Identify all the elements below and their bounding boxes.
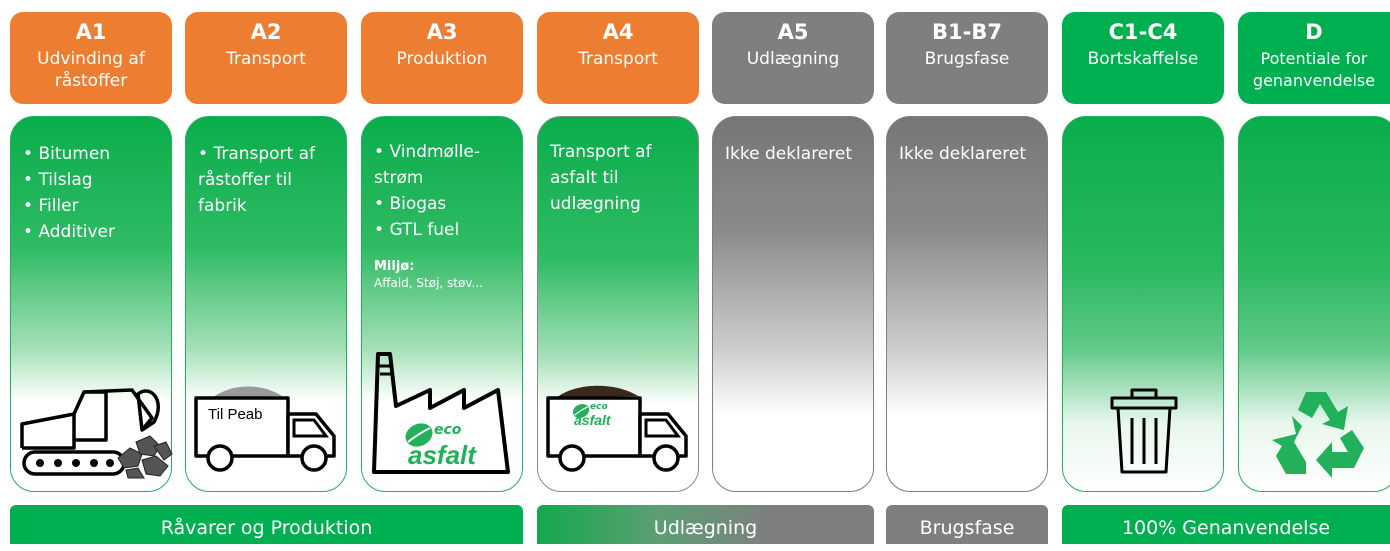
stage-name: Udvinding af råstoffer [37, 49, 145, 91]
card-a5: Ikke deklareret [712, 116, 874, 492]
footer-udlaegning: Udlægning [537, 505, 874, 544]
stage-header-a4: A4 Transport [537, 12, 699, 104]
stage-code: C1-C4 [1108, 20, 1178, 44]
stage-code: B1-B7 [932, 20, 1002, 44]
stage-code: A3 [426, 20, 458, 44]
stage-name: Potentiale for genanvendelse [1252, 49, 1376, 90]
list-item: Tilslag [23, 167, 171, 193]
stage-header-a2: A2 Transport [185, 12, 347, 104]
list-item: Vindmølle-strøm [374, 139, 492, 191]
card-a3: Vindmølle-strøm Biogas GTL fuel Miljø: A… [361, 116, 523, 492]
excavator-icon [20, 388, 173, 479]
card-text: • Transport af råstoffer til fabrik [198, 141, 338, 219]
trash-can-icon [1110, 388, 1178, 474]
stage-header-a1: A1 Udvinding af råstoffer [10, 12, 172, 104]
truck-label: Til Peab [208, 406, 263, 423]
list-item: GTL fuel [374, 217, 516, 243]
truck-icon [546, 385, 688, 472]
miljo-text: Affald, Støj, støv... [374, 276, 483, 290]
stage-name: Udlægning [746, 49, 840, 69]
leaf-icon [405, 423, 433, 447]
stage-header-b: B1-B7 Brugsfase [886, 12, 1048, 104]
stage-header-d: D Potentiale for genanvendelse [1238, 12, 1390, 104]
stage-name: Produktion [396, 49, 488, 69]
logo-asfalt: asfalt [408, 440, 476, 470]
recycle-icon [1272, 392, 1364, 478]
material-list: Bitumen Tilslag Filler Additiver [23, 141, 171, 245]
card-a1: Bitumen Tilslag Filler Additiver [10, 116, 172, 492]
card-b: Ikke deklareret [886, 116, 1048, 492]
stage-header-a3: A3 Produktion [361, 12, 523, 104]
list-item: Filler [23, 193, 171, 219]
stage-header-a5: A5 Udlægning [712, 12, 874, 104]
miljo-title: Miljø: [374, 259, 415, 274]
logo-eco: eco [590, 402, 608, 412]
footer-genanvendelse: 100% Genanvendelse [1062, 505, 1390, 544]
stage-code: A4 [602, 20, 634, 44]
card-text: Ikke deklareret [725, 144, 853, 164]
stage-header-c: C1-C4 Bortskaffelse [1062, 12, 1224, 104]
stage-name: Brugsfase [924, 49, 1010, 69]
truck-icon [194, 386, 336, 472]
eco-asfalt-logo: eco asfalt [404, 420, 484, 470]
transport-text: Transport af råstoffer til fabrik [198, 144, 316, 216]
list-item: Additiver [23, 219, 171, 245]
list-item: Biogas [374, 191, 516, 217]
logo-asfalt: asfalt [574, 412, 611, 428]
stage-name: Transport [226, 49, 306, 69]
list-bullet: • [198, 144, 214, 164]
stage-code: A5 [777, 20, 809, 44]
stage-code: A2 [250, 20, 282, 44]
list-item: Bitumen [23, 141, 171, 167]
eco-asfalt-logo: eco asfalt [572, 402, 632, 432]
factory-icon [372, 352, 510, 474]
energy-list: Vindmølle-strøm Biogas GTL fuel [374, 139, 516, 243]
footer-brugsfase: Brugsfase [886, 505, 1048, 544]
stage-code: D [1305, 20, 1323, 44]
stage-code: A1 [75, 20, 107, 44]
stage-name: Bortskaffelse [1087, 49, 1199, 69]
logo-eco: eco [434, 422, 462, 438]
footer-produktion: Råvarer og Produktion [10, 505, 523, 544]
card-d [1238, 116, 1390, 492]
card-text: Ikke deklareret [899, 144, 1027, 164]
card-text: Transport af asfalt til udlægning [550, 142, 652, 214]
stage-name: Transport [578, 49, 658, 69]
leaf-icon [572, 404, 590, 418]
